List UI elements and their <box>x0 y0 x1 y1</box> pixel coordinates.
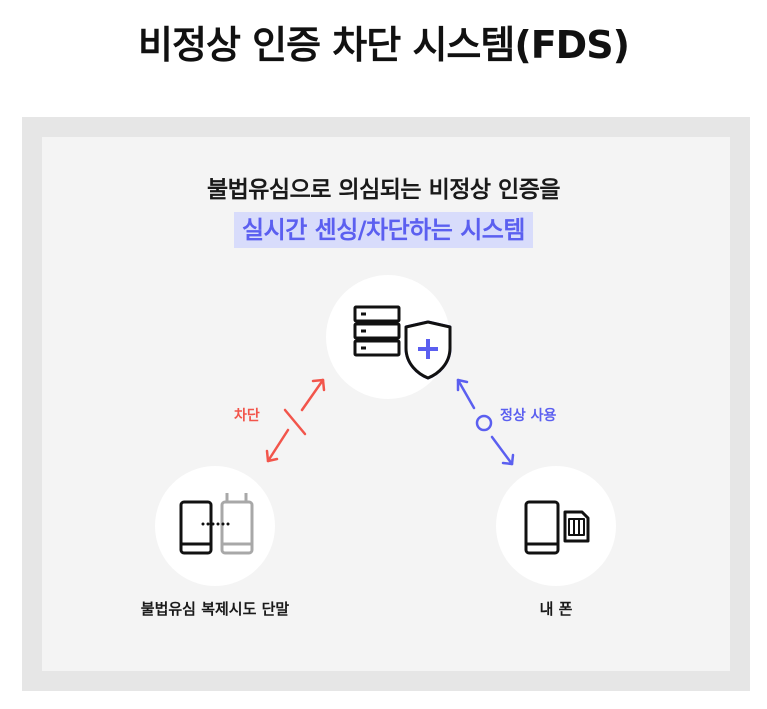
cloned-phone-icon <box>179 493 254 555</box>
normal-edge <box>456 378 515 466</box>
my-phone-node-label: 내 폰 <box>539 600 573 618</box>
normal-use-label: 정상 사용 <box>500 408 557 424</box>
clone-node <box>155 466 275 586</box>
clone-node-label: 불법유심 복제시도 단말 <box>140 600 290 618</box>
server-shield-icon <box>353 305 452 380</box>
my-phone-node <box>496 466 616 586</box>
diagram-subtitle: 불법유심으로 의심되는 비정상 인증을 <box>206 177 561 203</box>
diagram-highlight: 실시간 센싱/차단하는 시스템 <box>234 212 533 248</box>
page-title: 비정상 인증 차단 시스템(FDS) <box>138 23 630 67</box>
blocked-edge <box>265 378 326 463</box>
blocked-label: 차단 <box>234 408 260 424</box>
phone-sim-icon <box>524 500 590 555</box>
highlight-wrap: 실시간 센싱/차단하는 시스템 <box>0 212 767 248</box>
